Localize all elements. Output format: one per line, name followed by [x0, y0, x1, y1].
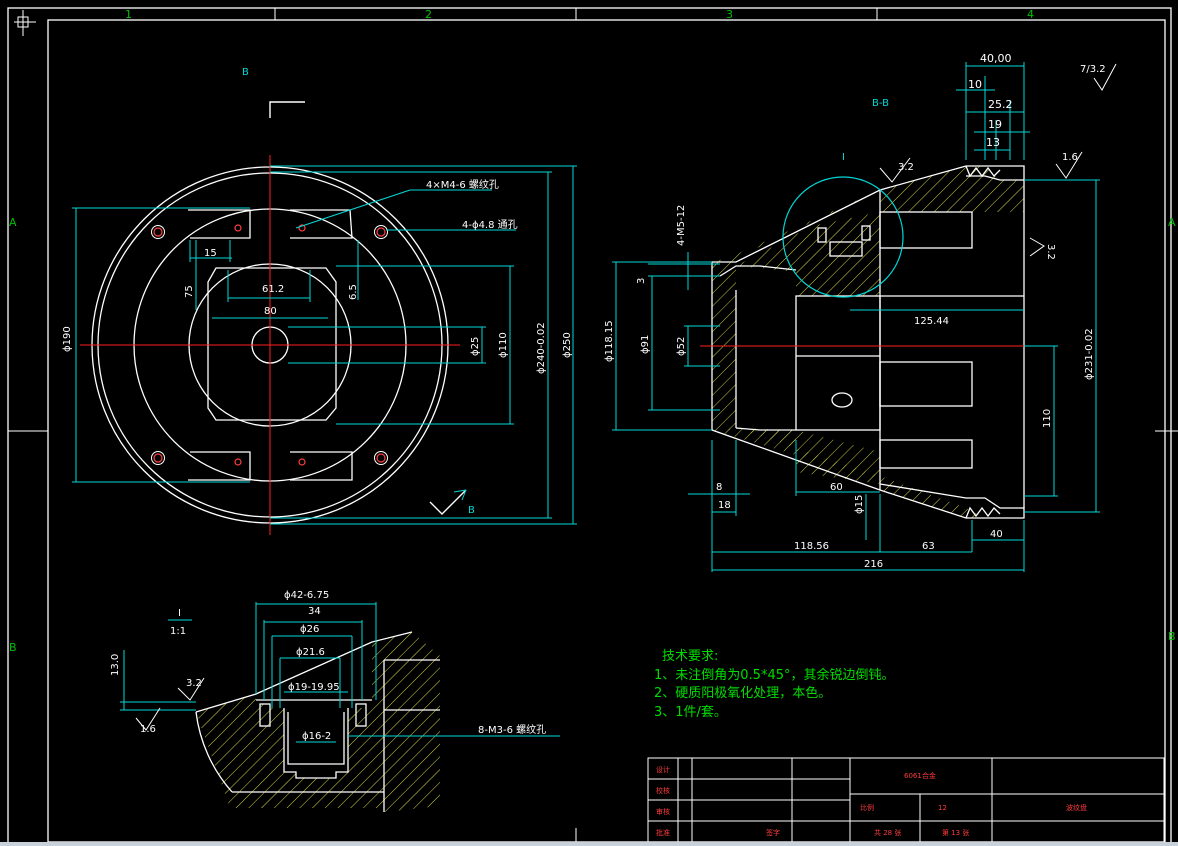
dim-13-0: 13.0: [110, 654, 121, 676]
requirement-1: 1、未注倒角为0.5*45°，其余锐边倒钝。: [654, 667, 895, 683]
horizontal-scrollbar[interactable]: [0, 842, 1178, 846]
dim-dia-15: ϕ15: [854, 495, 865, 514]
dim-dia-240: ϕ240-0.02: [536, 322, 547, 374]
dim-dia-16: ϕ16-2: [302, 731, 331, 742]
title-sheet-total: 共 28 张: [874, 828, 901, 837]
dim-3: 3: [636, 278, 647, 284]
section-view: [612, 62, 1100, 572]
title-scale-value: 12: [938, 804, 947, 812]
dim-25-2: 25.2: [988, 98, 1013, 111]
dim-216: 216: [864, 559, 883, 570]
roughness-symbols: [879, 63, 1117, 257]
dim-75: 75: [184, 285, 195, 298]
origin-ucs-icon: [14, 10, 36, 36]
title-scale-label: 比例: [860, 803, 874, 812]
note-m3-holes: 8-M3-6 螺纹孔: [478, 723, 546, 736]
dim-dia-190: ϕ190: [62, 326, 73, 352]
zone-row-a-left: A: [9, 216, 17, 229]
dim-dia-21-6: ϕ21.6: [296, 647, 325, 658]
dim-40: 40: [990, 529, 1003, 540]
dim-80: 80: [264, 306, 277, 317]
dim-dia-110: ϕ110: [498, 332, 509, 358]
dim-dia-52: ϕ52: [676, 337, 687, 356]
dim-40-00: 40,00: [980, 52, 1012, 65]
dim-63: 63: [922, 541, 935, 552]
dim-dia-91: ϕ91: [640, 335, 651, 354]
detail-scale: 1:1: [170, 626, 186, 637]
title-row-check: 校核: [656, 786, 670, 795]
section-title: B-B: [872, 98, 889, 109]
zone-row-b-left: B: [9, 641, 17, 654]
title-part-name: 波纹盘: [1066, 803, 1087, 812]
front-view-label: B: [242, 67, 249, 78]
dim-dia-250: ϕ250: [562, 332, 573, 358]
title-row-review: 审核: [656, 807, 670, 816]
roughness-section-top: 3.2: [898, 162, 914, 173]
dim-110: 110: [1042, 409, 1053, 428]
dim-34: 34: [308, 606, 321, 617]
roughness-detail-left: 1.6: [140, 724, 156, 735]
dim-thread-m5: 4-M5-12: [676, 205, 687, 246]
dim-dia-42: ϕ42-6.75: [284, 590, 329, 601]
title-row-design: 设计: [656, 765, 670, 774]
note-through-holes: 4-ϕ4.8 通孔: [462, 219, 518, 231]
dim-18: 18: [718, 500, 731, 511]
roughness-section-side: 3.2: [1045, 244, 1056, 260]
dim-125-44: 125.44: [914, 316, 949, 327]
requirements-heading: 技术要求:: [662, 649, 718, 664]
dim-dia-231: ϕ231-0.02: [1084, 328, 1095, 380]
zone-row-b-right: B: [1168, 630, 1176, 643]
dim-10: 10: [968, 78, 982, 91]
dim-19: 19: [988, 118, 1002, 131]
title-sheet-number: 第 13 张: [942, 828, 969, 837]
cut-plane-label: B: [468, 505, 475, 516]
zone-col-3: 3: [726, 8, 733, 21]
dim-15: 15: [204, 248, 217, 259]
dim-61-2: 61.2: [262, 284, 284, 295]
dim-8: 8: [716, 482, 722, 493]
title-block: [647, 757, 1165, 843]
dim-dia-25: ϕ25: [470, 337, 481, 356]
zone-row-a-right: A: [1168, 216, 1176, 229]
dim-dia-26: ϕ26: [300, 624, 319, 635]
dim-13: 13: [986, 136, 1000, 149]
dim-60: 60: [830, 482, 843, 493]
detail-title: I: [178, 608, 181, 619]
dim-dia-19: ϕ19-19.95: [288, 682, 340, 693]
dim-dia-118-15: ϕ118.15: [604, 320, 615, 362]
roughness-detail-top: 3.2: [186, 678, 202, 689]
dim-118-56: 118.56: [794, 541, 829, 552]
roughness-section-right: 1.6: [1062, 152, 1078, 163]
front-view: [72, 101, 577, 535]
sheet-frame: [7, 7, 1172, 846]
detail-view: [120, 602, 560, 812]
zone-ticks: [8, 8, 1178, 846]
dim-6-5: 6.5: [348, 284, 359, 300]
roughness-global: 7/3.2: [1080, 64, 1106, 75]
title-sign-label: 签字: [766, 828, 780, 837]
note-threaded-holes: 4×M4-6 螺纹孔: [426, 178, 499, 191]
detail-marker-label: I: [842, 152, 845, 163]
zone-col-2: 2: [425, 8, 432, 21]
title-material: 6061合金: [904, 771, 936, 780]
zone-col-1: 1: [125, 8, 132, 21]
zone-col-4: 4: [1027, 8, 1034, 21]
title-row-approve: 批准: [656, 828, 670, 837]
requirement-3: 3、1件/套。: [654, 704, 727, 720]
requirement-2: 2、硬质阳极氧化处理，本色。: [654, 685, 831, 701]
